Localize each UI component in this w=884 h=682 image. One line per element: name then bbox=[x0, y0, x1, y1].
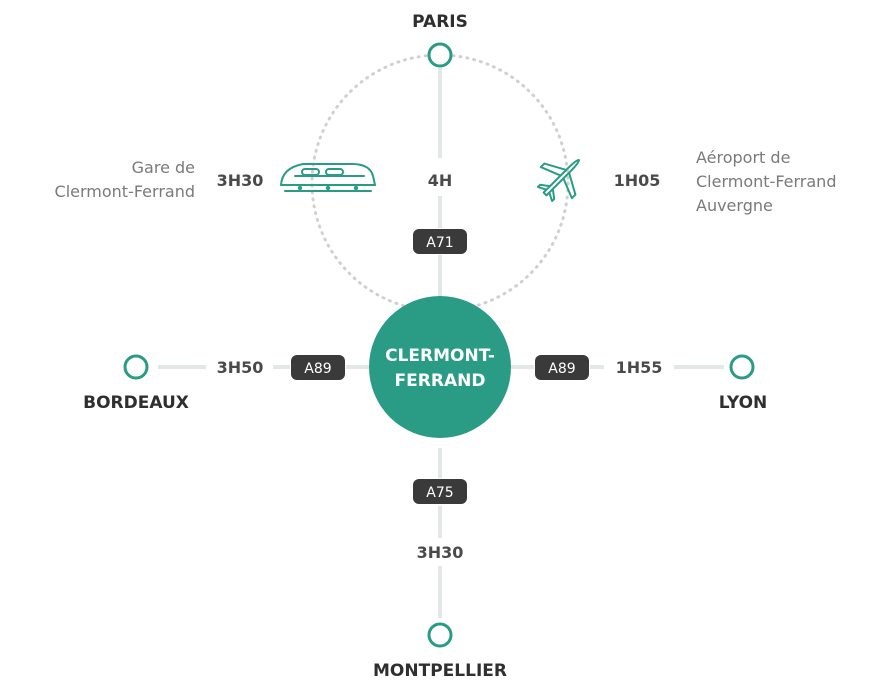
city-montpellier: MONTPELLIER bbox=[373, 661, 507, 681]
city-lyon: LYON bbox=[719, 393, 768, 413]
road-label-west: A89 bbox=[304, 361, 331, 377]
time-paris-road: 4H bbox=[428, 171, 453, 190]
paris-marker-icon bbox=[427, 42, 453, 68]
montpellier-marker-icon bbox=[427, 622, 453, 648]
road-label-south: A75 bbox=[426, 485, 453, 501]
road-label-east: A89 bbox=[548, 361, 575, 377]
center-node bbox=[369, 296, 511, 438]
airport-line1: Aéroport de bbox=[696, 148, 790, 167]
bordeaux-marker-icon bbox=[123, 354, 149, 380]
time-plane: 1H05 bbox=[614, 171, 661, 190]
center-label-line2: FERRAND bbox=[395, 371, 486, 391]
road-badge-east: A89 bbox=[535, 355, 589, 380]
road-badge-north: A71 bbox=[413, 229, 467, 254]
time-train: 3H30 bbox=[217, 171, 264, 190]
train-station-line1: Gare de bbox=[132, 158, 195, 177]
connector-lines bbox=[158, 68, 724, 618]
road-badge-west: A89 bbox=[291, 355, 345, 380]
city-paris: PARIS bbox=[412, 12, 468, 32]
train-icon bbox=[280, 163, 376, 192]
city-bordeaux: BORDEAUX bbox=[83, 393, 189, 413]
plane-icon bbox=[536, 159, 580, 203]
airport-line2: Clermont-Ferrand bbox=[696, 172, 836, 191]
center-label-line1: CLERMONT- bbox=[385, 346, 495, 366]
time-bordeaux: 3H50 bbox=[217, 358, 264, 377]
time-montpellier: 3H30 bbox=[417, 543, 464, 562]
lyon-marker-icon bbox=[729, 354, 755, 380]
road-label-north: A71 bbox=[426, 235, 453, 251]
airport-line3: Auvergne bbox=[696, 196, 773, 215]
train-station-line2: Clermont-Ferrand bbox=[55, 182, 195, 201]
road-badge-south: A75 bbox=[413, 479, 467, 504]
time-lyon: 1H55 bbox=[616, 358, 663, 377]
